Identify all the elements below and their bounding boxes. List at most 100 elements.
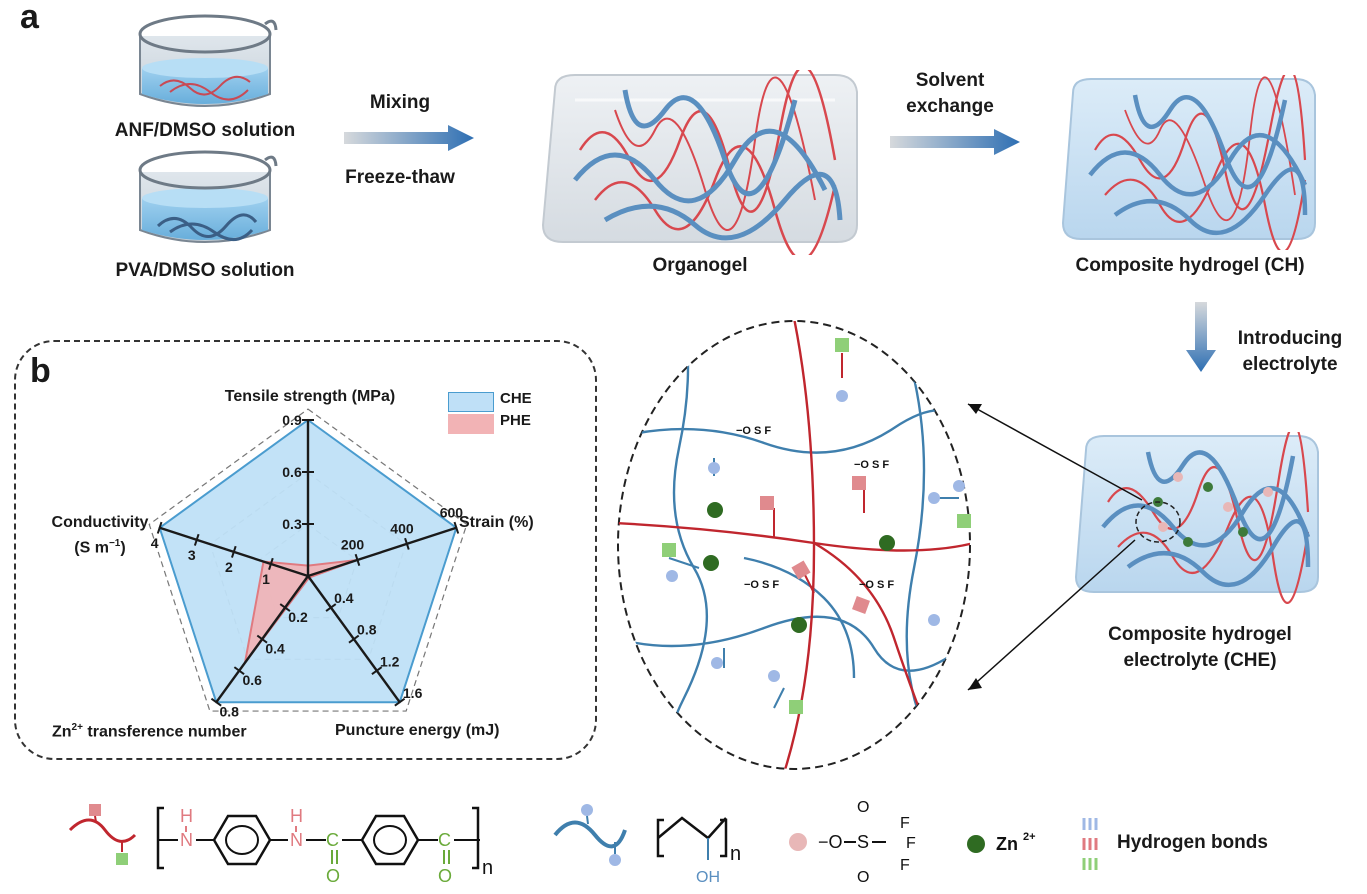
legend-che-swatch xyxy=(448,392,494,412)
svg-text:−O S F: −O S F xyxy=(736,425,771,437)
svg-text:−O S F: −O S F xyxy=(744,579,779,591)
svg-text:F: F xyxy=(906,835,916,852)
panel-b-frame xyxy=(14,340,597,760)
radar-tick-1-2 xyxy=(453,521,460,534)
svg-text:C: C xyxy=(438,830,451,850)
svg-text:OH: OH xyxy=(696,869,720,886)
radar-tick-3-0 xyxy=(279,603,291,612)
introducing-electrolyte-arrow-icon xyxy=(1186,302,1216,372)
axis-label-tensile: Tensile strength (MPa) xyxy=(224,388,396,405)
svg-text:O: O xyxy=(857,869,869,886)
axis-label-puncture: Puncture energy (mJ) xyxy=(335,722,500,739)
che-label-line2: electrolyte (CHE) xyxy=(1123,650,1277,671)
radar-tick-label-1-2: 600 xyxy=(440,505,464,521)
axis-label-strain: Strain (%) xyxy=(459,514,534,531)
axis-label-zn: Zn2+ transference number xyxy=(52,722,247,741)
radar-tick-2-2 xyxy=(371,666,383,675)
radar-tick-2-0 xyxy=(325,603,337,612)
zn-suffix: transference number xyxy=(82,723,247,741)
radar-tick-label-4-1: 2 xyxy=(225,559,233,575)
radar-tick-label-2-1: 0.8 xyxy=(357,622,377,638)
introducing-label: Introducing xyxy=(1237,328,1343,349)
panel-b-letter: b xyxy=(30,352,51,390)
radar-tick-4-1 xyxy=(231,545,237,558)
zoom-connector-lines xyxy=(967,403,1143,691)
freeze-thaw-label: Freeze-thaw xyxy=(345,167,455,188)
radar-tick-1-1 xyxy=(404,537,410,550)
radar-tick-label-2-3: 1.6 xyxy=(403,685,423,701)
hydrogen-bonds-label: Hydrogen bonds xyxy=(1117,832,1268,853)
radar-tick-4-2 xyxy=(193,533,200,546)
svg-text:O: O xyxy=(438,866,452,886)
svg-text:N: N xyxy=(180,830,193,850)
radar-tick-4-3 xyxy=(156,521,163,534)
legend-phe-swatch xyxy=(448,414,494,434)
axis-label-conductivity: Conductivity xyxy=(51,514,149,531)
bottom-legend: N H N H C O C O n OH n −O S O O F F F Zn… xyxy=(68,799,1098,886)
exchange-label: exchange xyxy=(906,96,994,117)
svg-text:H: H xyxy=(180,806,193,826)
radar-tick-2-3 xyxy=(394,697,406,707)
radar-tick-label-2-2: 1.2 xyxy=(380,653,400,669)
radar-tick-2-1 xyxy=(348,634,360,644)
composite-hydrogel-label: Composite hydrogel (CH) xyxy=(1075,255,1305,276)
radar-grid-ring-3 xyxy=(148,408,468,712)
radar-tick-4-0 xyxy=(268,557,274,570)
svg-text:−O S F: −O S F xyxy=(854,459,889,471)
svg-text:F: F xyxy=(900,857,910,874)
composite-hydrogel-icon xyxy=(1061,75,1316,250)
svg-text:O: O xyxy=(857,799,869,816)
cond-close: ) xyxy=(120,539,126,557)
svg-text:n: n xyxy=(730,843,741,865)
radar-axis-1 xyxy=(307,526,457,578)
pva-solution-label: PVA/DMSO solution xyxy=(115,260,295,281)
solvent-label: Solvent xyxy=(915,70,985,91)
electrolyte-label: electrolyte xyxy=(1242,354,1338,375)
zn-sup: 2+ xyxy=(71,722,83,733)
organogel-icon xyxy=(541,70,858,255)
svg-text:−O S F: −O S F xyxy=(859,579,894,591)
radar-tick-label-4-0: 1 xyxy=(262,571,270,587)
svg-text:C: C xyxy=(326,830,339,850)
radar-tick-label-4-2: 3 xyxy=(188,547,196,563)
pva-beaker-icon xyxy=(138,150,278,243)
network-zoom-inset: −O S F −O S F −O S F −O S F xyxy=(617,320,971,770)
radar-tick-label-0-0: 0.3 xyxy=(282,516,302,532)
radar-chart: 0.30.60.92004006000.40.81.21.60.20.40.60… xyxy=(148,408,468,720)
radar-tick-label-0-2: 0.9 xyxy=(282,412,302,428)
svg-text:N: N xyxy=(290,830,303,850)
radar-tick-label-3-3: 0.8 xyxy=(220,704,240,720)
svg-text:Zn: Zn xyxy=(996,834,1018,854)
cond-unit: (S m xyxy=(74,539,109,557)
svg-text:S: S xyxy=(857,832,869,852)
radar-tick-label-0-1: 0.6 xyxy=(282,464,302,480)
radar-tick-label-3-1: 0.4 xyxy=(265,641,285,657)
panel-a-letter: a xyxy=(20,0,39,36)
radar-tick-label-1-1: 400 xyxy=(390,521,414,537)
svg-text:2+: 2+ xyxy=(1023,831,1036,843)
radar-tick-label-4-3: 4 xyxy=(151,535,159,551)
che-hydrogel-icon xyxy=(1074,432,1319,604)
radar-tick-1-0 xyxy=(354,553,361,566)
anf-solution-label: ANF/DMSO solution xyxy=(114,120,296,141)
svg-text:H: H xyxy=(290,806,303,826)
radar-tick-label-3-2: 0.6 xyxy=(242,672,262,688)
legend-phe-label: PHE xyxy=(500,412,531,429)
zn-prefix: Zn xyxy=(52,723,72,741)
svg-text:O: O xyxy=(326,866,340,886)
anf-beaker-icon xyxy=(138,14,278,107)
che-label-line1: Composite hydrogel xyxy=(1108,624,1292,645)
mixing-label: Mixing xyxy=(369,92,431,113)
radar-tick-label-1-0: 200 xyxy=(341,537,365,553)
svg-text:F: F xyxy=(900,815,910,832)
radar-tick-3-1 xyxy=(256,634,268,644)
svg-text:−O: −O xyxy=(818,832,843,852)
axis-label-conductivity-unit: (S m−1) xyxy=(30,538,170,557)
radar-tick-label-2-0: 0.4 xyxy=(334,590,354,606)
mixing-arrow-icon xyxy=(344,125,474,151)
solvent-exchange-arrow-icon xyxy=(890,129,1020,155)
cond-sup: −1 xyxy=(108,538,121,549)
radar-tick-label-3-0: 0.2 xyxy=(288,609,308,625)
svg-text:n: n xyxy=(482,857,493,879)
radar-tick-3-3 xyxy=(210,697,222,707)
